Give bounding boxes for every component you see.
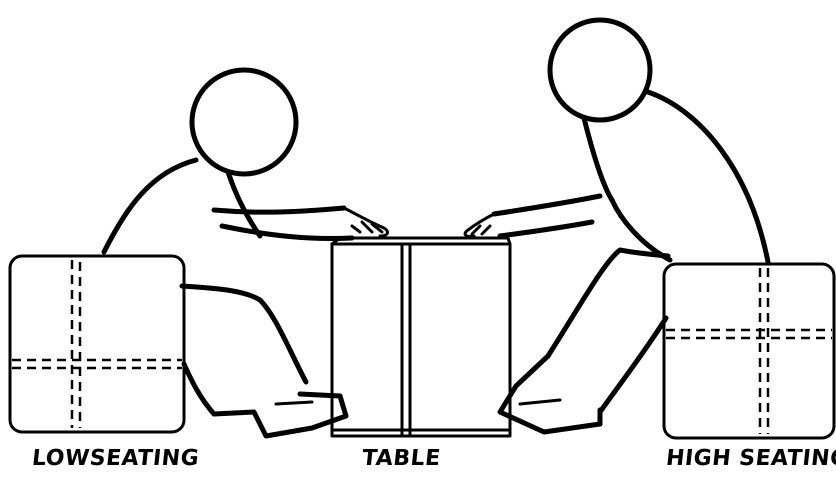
low-seating-label: LOWSEATING xyxy=(31,446,201,471)
high-seating-cube xyxy=(664,264,834,438)
left-person-head xyxy=(192,70,296,174)
left-person xyxy=(104,70,387,436)
low-seating-cube xyxy=(10,256,184,432)
table xyxy=(332,238,510,436)
table-label: TABLE xyxy=(361,446,442,471)
high-seating-label: HIGH SEATING xyxy=(665,446,836,471)
right-person-head xyxy=(550,20,650,120)
